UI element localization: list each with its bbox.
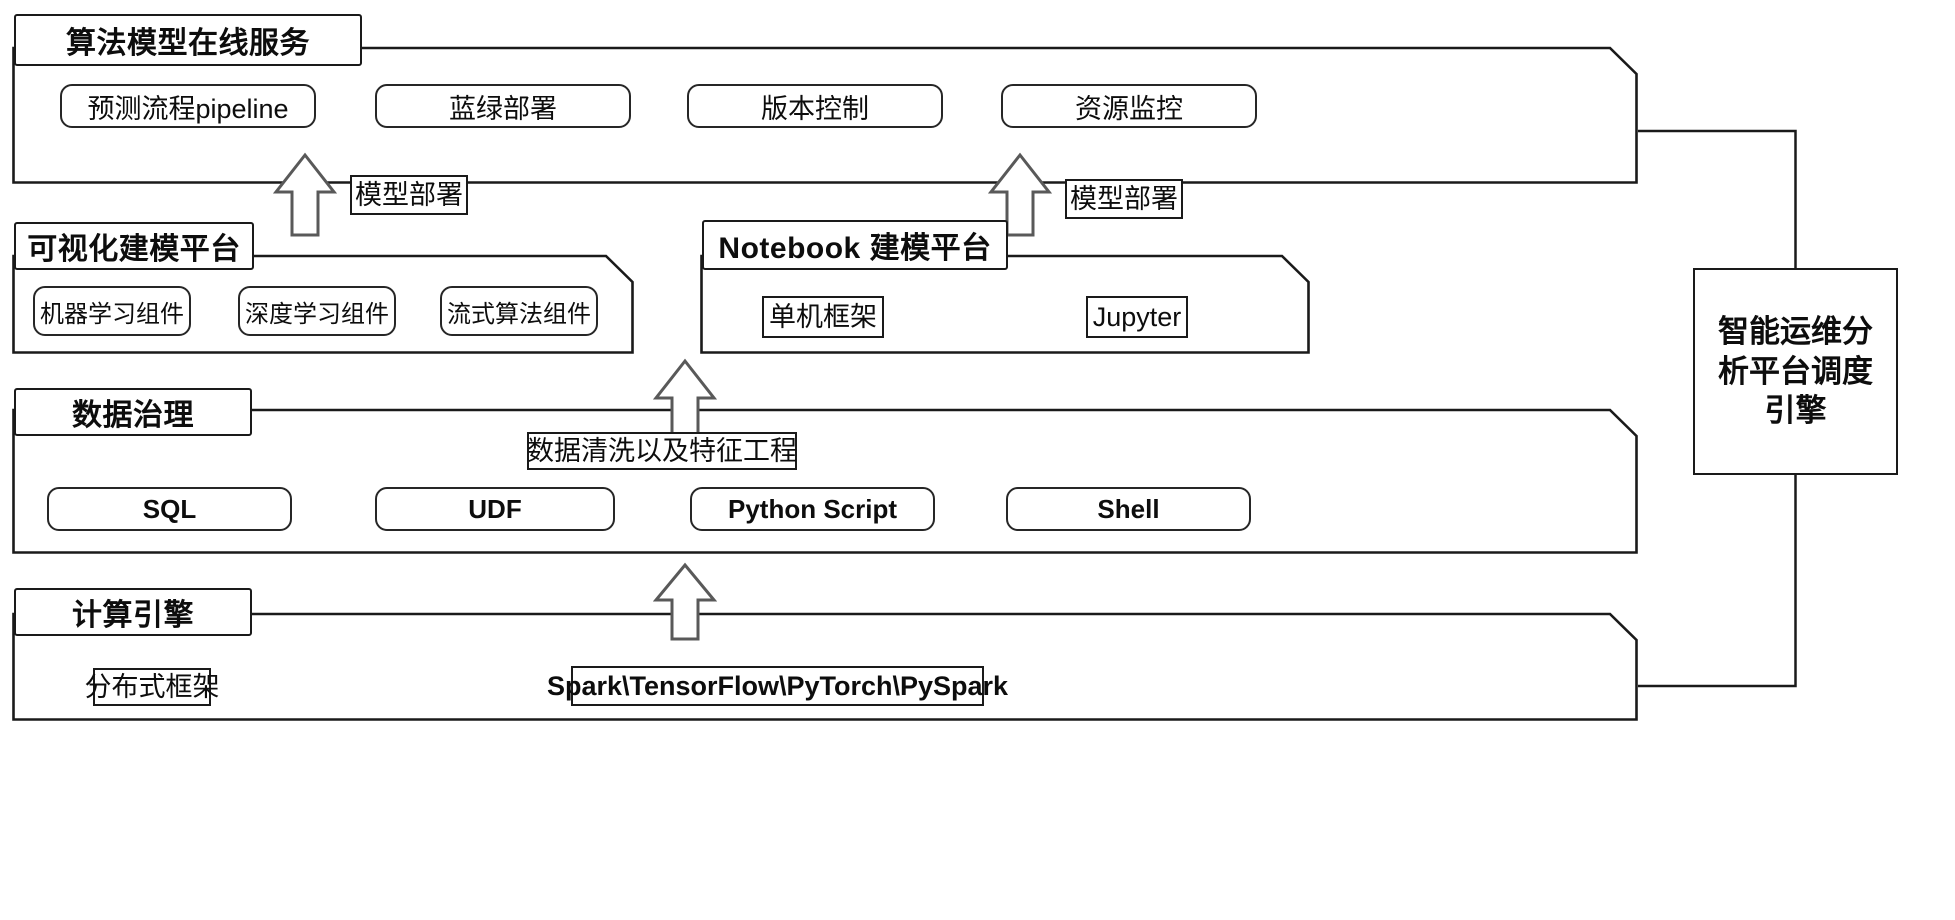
- chip-dl-components[interactable]: 深度学习组件: [238, 286, 396, 336]
- chip-distributed-framework[interactable]: 分布式框架: [85, 668, 220, 706]
- chip-prediction-pipeline[interactable]: 预测流程pipeline: [60, 84, 316, 128]
- chip-label: 流式算法组件: [447, 300, 591, 328]
- edge-label-text: 模型部署: [355, 179, 463, 210]
- chip-label: 单机框架: [769, 301, 877, 332]
- edge-label-text: 数据清洗以及特征工程: [527, 435, 797, 466]
- chip-streaming-components[interactable]: 流式算法组件: [440, 286, 598, 336]
- arrow-model-deploy-left: [273, 152, 337, 238]
- edge-label-text: 模型部署: [1070, 183, 1178, 214]
- chip-label: 版本控制: [761, 93, 869, 124]
- chip-label: UDF: [468, 493, 522, 524]
- layer-title-online-service[interactable]: 算法模型在线服务: [14, 14, 362, 66]
- chip-label: 分布式框架: [84, 671, 220, 702]
- layer-title-visual-modeling[interactable]: 可视化建模平台: [14, 222, 254, 270]
- chip-label: 深度学习组件: [245, 300, 389, 328]
- edge-label-model-deploy-left: 模型部署: [350, 175, 468, 215]
- edge-label-data-clean: 数据清洗以及特征工程: [527, 432, 797, 470]
- chip-shell[interactable]: Shell: [1006, 487, 1251, 531]
- chip-sql[interactable]: SQL: [47, 487, 292, 531]
- layer-title-notebook-modeling[interactable]: Notebook 建模平台: [702, 220, 1008, 270]
- chip-label: Python Script: [727, 493, 897, 524]
- arrow-compute-to-governance: [653, 562, 717, 642]
- chip-resource-monitor[interactable]: 资源监控: [1001, 84, 1257, 128]
- chip-label: 蓝绿部署: [449, 93, 557, 124]
- chip-label: 机器学习组件: [40, 300, 184, 328]
- chip-python-script[interactable]: Python Script: [690, 487, 935, 531]
- chip-label: Spark\TensorFlow\PyTorch\PySpark: [546, 670, 1009, 701]
- layer-title-data-governance[interactable]: 数据治理: [14, 388, 252, 436]
- layer-title-compute-engine[interactable]: 计算引擎: [14, 588, 252, 636]
- side-module-scheduler-engine[interactable]: 智能运维分 析平台调度 引擎: [1693, 268, 1898, 475]
- chip-version-control[interactable]: 版本控制: [687, 84, 943, 128]
- chip-blue-green-deploy[interactable]: 蓝绿部署: [375, 84, 631, 128]
- layer-title-label: 算法模型在线服务: [66, 27, 310, 60]
- side-module-line-3: 引擎: [1764, 393, 1827, 429]
- chip-frameworks-list[interactable]: Spark\TensorFlow\PyTorch\PySpark: [547, 666, 1008, 706]
- layer-title-label: 计算引擎: [72, 599, 194, 632]
- chip-label: Shell: [1097, 493, 1160, 524]
- side-module-line-2: 析平台调度: [1718, 353, 1873, 389]
- chip-label: SQL: [142, 493, 197, 524]
- chip-label: Jupyter: [1092, 301, 1182, 332]
- layer-title-label: 数据治理: [72, 399, 194, 432]
- chip-standalone-framework[interactable]: 单机框架: [762, 296, 884, 338]
- chip-jupyter[interactable]: Jupyter: [1086, 296, 1188, 338]
- arrow-model-deploy-right: [988, 152, 1052, 238]
- side-module-line-1: 智能运维分: [1718, 313, 1873, 349]
- chip-label: 资源监控: [1075, 93, 1183, 124]
- chip-label: 预测流程pipeline: [87, 93, 289, 124]
- chip-ml-components[interactable]: 机器学习组件: [33, 286, 191, 336]
- layer-title-label: Notebook 建模平台: [718, 232, 992, 265]
- edge-label-model-deploy-right: 模型部署: [1065, 179, 1183, 219]
- side-module-label: 智能运维分 析平台调度 引擎: [1710, 312, 1881, 431]
- chip-udf[interactable]: UDF: [375, 487, 615, 531]
- layer-title-label: 可视化建模平台: [27, 233, 241, 266]
